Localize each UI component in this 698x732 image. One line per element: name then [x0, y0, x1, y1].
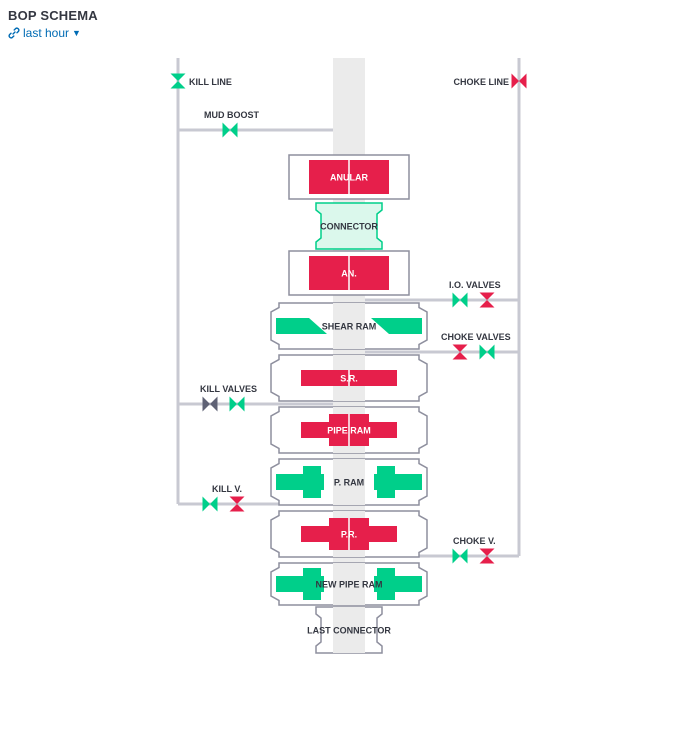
choke-v-1-icon[interactable] [452, 548, 468, 564]
component-label: S.R. [340, 374, 358, 384]
label-io-valves: I.O. VALVES [449, 280, 501, 290]
choke-valve-1-icon[interactable] [452, 344, 468, 360]
bop-stack: ANULAR CONNECTOR AN. SHEAR RAM S.R. PIPE RAM P… [270, 154, 428, 654]
pipe-ram-left-block [303, 568, 321, 600]
label-kill-v: KILL V. [212, 484, 242, 494]
label-kill-valves: KILL VALVES [200, 384, 257, 394]
pipe-ram-right-block [377, 466, 395, 498]
pipe-ram-right-block [377, 568, 395, 600]
component-label: SHEAR RAM [322, 322, 377, 332]
bop-component-last-connector[interactable]: LAST CONNECTOR [307, 606, 391, 654]
shear-blade-right [371, 318, 422, 334]
kill-valve-2-icon[interactable] [229, 396, 245, 412]
bop-component-shear-ram[interactable]: SHEAR RAM [270, 302, 428, 350]
component-label: PIPE RAM [327, 426, 371, 436]
time-range-link[interactable]: last hour ▼ [8, 26, 98, 40]
choke-v-2-icon[interactable] [479, 548, 495, 564]
component-label: NEW PIPE RAM [315, 580, 382, 590]
kill-line-valve-icon[interactable] [170, 73, 186, 89]
component-label: P. RAM [334, 478, 364, 488]
bop-component-connector[interactable]: CONNECTOR [315, 202, 383, 250]
component-label: LAST CONNECTOR [307, 626, 391, 636]
time-range-label: last hour [23, 26, 70, 40]
label-kill-line: KILL LINE [189, 77, 232, 87]
choke-line-valve-icon[interactable] [511, 73, 527, 89]
label-choke-v: CHOKE V. [453, 536, 496, 546]
label-choke-valves: CHOKE VALVES [441, 332, 511, 342]
component-label: CONNECTOR [320, 222, 378, 232]
choke-valve-2-icon[interactable] [479, 344, 495, 360]
bore-segment [333, 607, 365, 653]
label-choke-line: CHOKE LINE [453, 77, 509, 87]
bore-segment [333, 459, 365, 505]
component-label: ANULAR [330, 173, 368, 183]
pipe-ram-left-block [303, 466, 321, 498]
kill-v-2-icon[interactable] [229, 496, 245, 512]
bop-component-s-r[interactable]: S.R. [270, 354, 428, 402]
component-label: AN. [341, 269, 357, 279]
label-mud-boost: MUD BOOST [204, 110, 260, 120]
line-labels: KILL LINE MUD BOOST CHOKE LINE I.O. VALV… [189, 77, 511, 546]
component-label: P.R. [341, 530, 357, 540]
bop-component-p-ram[interactable]: P. RAM [270, 458, 428, 506]
io-valve-2-icon[interactable] [479, 292, 495, 308]
panel-header: BOP SCHEMA last hour ▼ [8, 8, 98, 40]
shear-blade-left [276, 318, 327, 334]
link-icon [8, 27, 20, 39]
bore-segment [333, 563, 365, 605]
kill-valve-1-icon[interactable] [202, 396, 218, 412]
chevron-down-icon: ▼ [72, 28, 81, 38]
bop-component-new-pipe-ram[interactable]: NEW PIPE RAM [270, 562, 428, 606]
bop-component-an[interactable]: AN. [288, 250, 410, 296]
panel-title: BOP SCHEMA [8, 8, 98, 23]
component-body [315, 202, 383, 250]
mud-boost-valve-icon[interactable] [222, 122, 238, 138]
bop-component-pipe-ram[interactable]: PIPE RAM [270, 406, 428, 454]
kill-v-1-icon[interactable] [202, 496, 218, 512]
valve-group [170, 73, 527, 564]
bop-component-p-r[interactable]: P.R. [270, 510, 428, 558]
bore-segment [333, 303, 365, 349]
bop-component-anular[interactable]: ANULAR [288, 154, 410, 200]
io-valve-1-icon[interactable] [452, 292, 468, 308]
